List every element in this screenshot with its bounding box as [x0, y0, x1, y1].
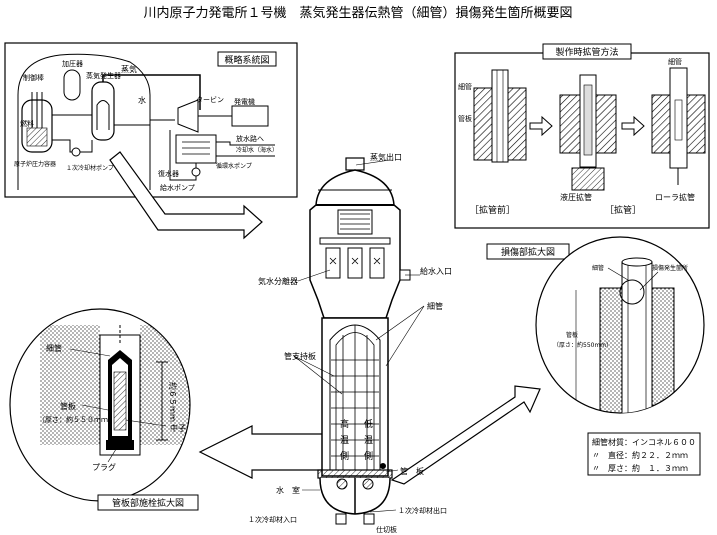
plug-tube-label: 細管: [46, 343, 62, 353]
arrow-to-damage: [390, 385, 541, 485]
plug-label: プラグ: [92, 462, 116, 472]
damage-thickness-label: （厚さ：約550mm）: [553, 341, 612, 349]
damage-tubesheet-label: 管板: [566, 331, 578, 339]
tubes-label: 細管: [427, 301, 443, 311]
rcp-label: １次冷却材ポンプ: [66, 164, 114, 172]
water-label: 水: [138, 95, 146, 105]
fuel-label: 燃料: [20, 119, 34, 128]
plug-tubesheet-thickness: （厚さ：約５５０ｍｍ）: [38, 415, 115, 424]
during-label: ［拡管］: [605, 204, 641, 216]
exp-tube-label: 細管: [458, 82, 472, 91]
damage-point-label: 損傷発生箇所: [652, 264, 688, 272]
pressurizer-label: 加圧器: [62, 59, 83, 68]
steam-generator: 蒸気出口 気水分離器 給水入口 細管 管支持板 高 温 側 低 温 側 管 板 …: [248, 152, 452, 534]
steam-outlet-label: 蒸気出口: [370, 152, 402, 162]
core-label: 中子: [170, 423, 186, 433]
before-label: ［拡管前］: [470, 204, 515, 216]
support-plate-label: 管支持板: [284, 351, 316, 361]
steam-label: 蒸気: [121, 64, 137, 74]
spec-thickness: 〃 厚さ：約 １．３ｍｍ: [592, 463, 688, 473]
system-box-title: 概略系統図: [224, 54, 269, 66]
reactor-vessel-label: 原子炉圧力容器: [14, 160, 56, 168]
damage-tube-label: 細管: [592, 264, 604, 272]
condenser-label: 復水器: [158, 169, 179, 178]
cold-side-1: 低: [364, 418, 373, 430]
tube-expansion-diagram: 製作時拡管方法 細管 管板 ［拡管前］ ［拡管］ 液圧拡管 ローラ拡管 細管: [454, 43, 710, 229]
cold-side-2: 温: [364, 435, 373, 446]
partition-label: 仕切板: [376, 525, 397, 534]
coolant-outlet-label: １次冷却材出口: [398, 506, 447, 515]
hydraulic-label: 液圧拡管: [560, 192, 592, 202]
plug-dimension: 約６５ｍｍ: [168, 382, 178, 422]
system-diagram: 概略系統図 加圧器 制御棒 蒸気発生器 蒸気 水 タ: [4, 42, 298, 198]
sg-tubesheet-label: 管 板: [400, 466, 424, 476]
plug-tubesheet-label: 管板: [60, 401, 76, 411]
plug-detail: 約６５ｍｍ 細管 管板 （厚さ：約５５０ｍｍ） 中子 プラグ 管板部施栓拡大図: [9, 308, 199, 511]
exp-tube2-label: 細管: [668, 57, 682, 66]
feed-pump-label: 給水ポンプ: [160, 183, 195, 192]
hot-side-1: 高: [340, 418, 349, 430]
hot-side-2: 温: [340, 435, 349, 446]
exp-tubesheet-label: 管板: [458, 114, 472, 123]
feed-inlet-label: 給水入口: [420, 266, 452, 276]
cold-side-3: 側: [364, 450, 373, 462]
damage-box-title: 損傷部拡大図: [501, 246, 555, 258]
plug-box-title: 管板部施栓拡大図: [112, 497, 184, 509]
circ-pump-label: 循環水ポンプ: [216, 162, 252, 170]
damage-detail: 損傷部拡大図 細管 損傷発生箇所 管板 （厚さ：約550mm） 細管材質：インコ…: [486, 236, 705, 476]
roller-label: ローラ拡管: [655, 192, 695, 202]
expansion-box-title: 製作時拡管方法: [555, 46, 618, 58]
control-rod-label: 制御棒: [23, 73, 44, 82]
coolant-inlet-label: １次冷却材入口: [248, 515, 297, 524]
spec-diameter: 〃 直径：約２２．２ｍｍ: [592, 450, 688, 460]
arrow-to-plug: [198, 425, 331, 479]
generator-label: 発電機: [234, 97, 255, 106]
cooling-water-label: 冷却水（海水）: [236, 146, 278, 154]
spec-material: 細管材質：インコネル６００: [592, 437, 696, 447]
hot-side-3: 側: [340, 450, 349, 462]
arrow-to-sg: [109, 151, 263, 240]
discharge-label: 放水路へ: [236, 134, 264, 143]
separator-label: 気水分離器: [258, 276, 298, 286]
sg-label: 蒸気発生器: [86, 71, 121, 80]
water-chamber-label: 水 室: [276, 485, 300, 495]
page-title: 川内原子力発電所１号機 蒸気発生器伝熱管（細管）損傷発生箇所概要図: [143, 5, 572, 21]
turbine-label: タービン: [196, 95, 224, 104]
